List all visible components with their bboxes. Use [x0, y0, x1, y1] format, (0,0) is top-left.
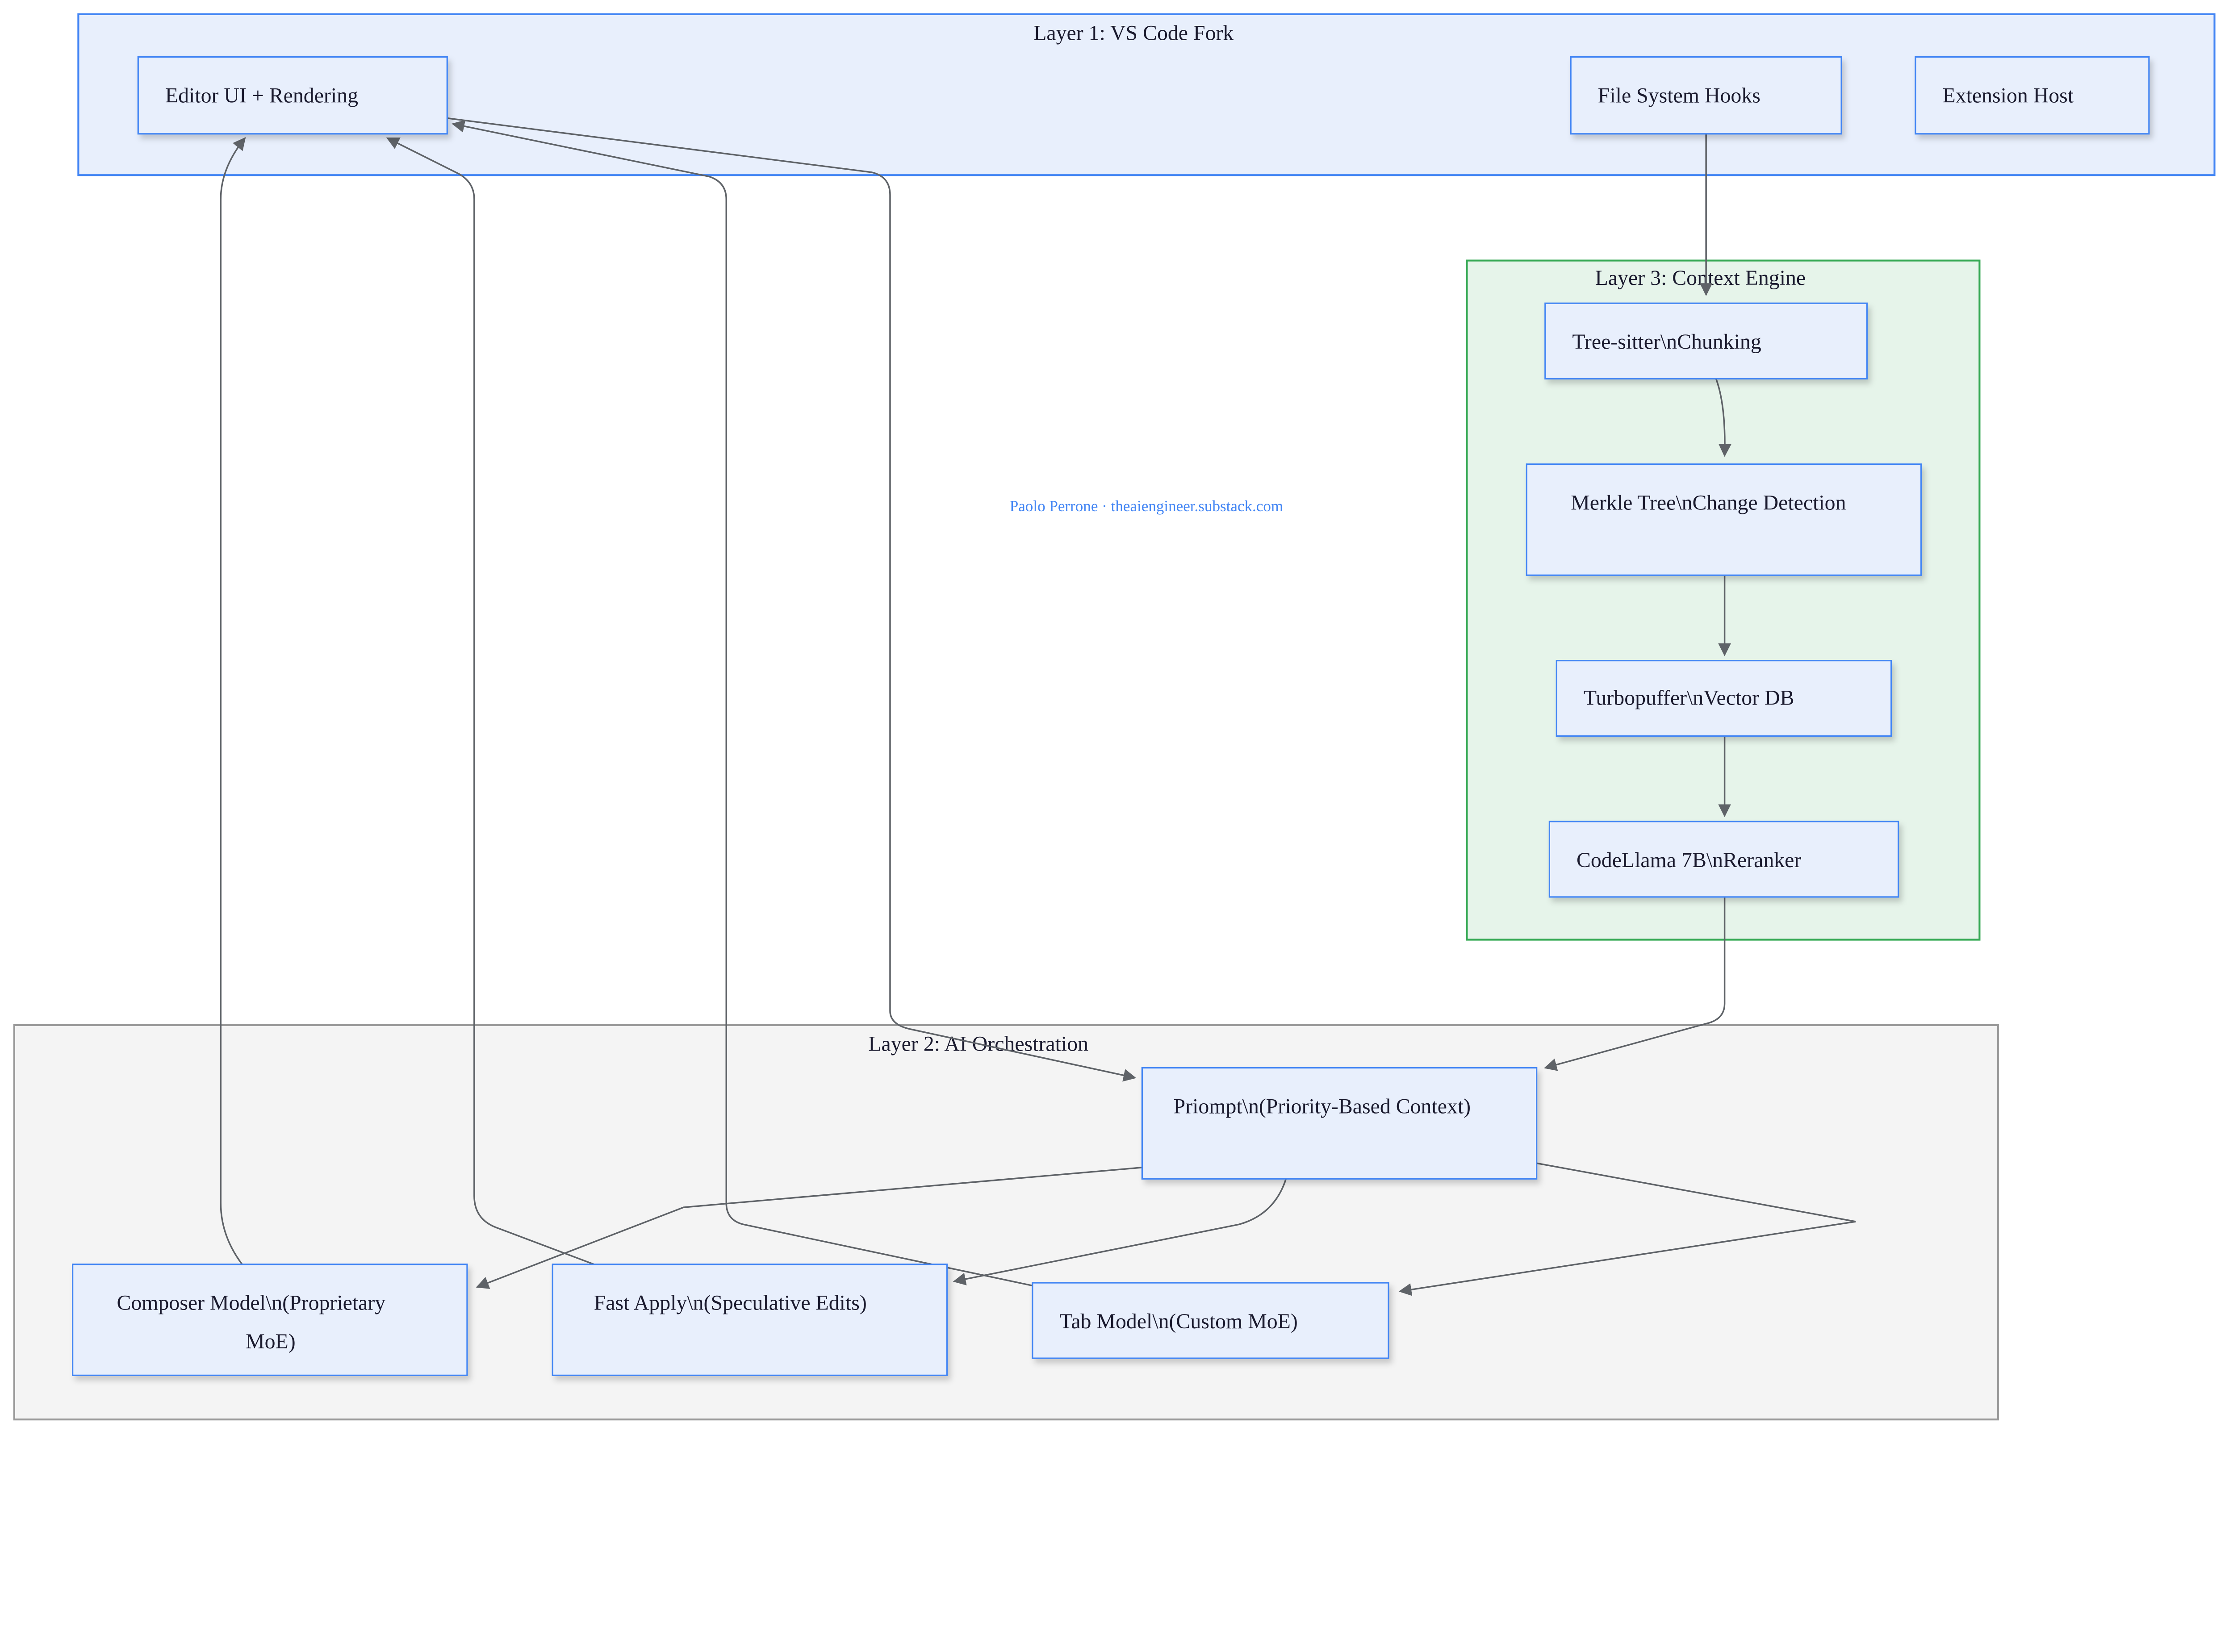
node-turbopuffer-label: Turbopuffer\nVector DB: [1584, 686, 1794, 709]
node-editor-ui-label: Editor UI + Rendering: [165, 84, 358, 108]
node-priompt-label: Priompt\n(Priority-Based Context): [1174, 1095, 1471, 1118]
node-codellama[interactable]: CodeLlama 7B\nReranker: [1548, 821, 1899, 898]
node-tab-model-label: Tab Model\n(Custom MoE): [1059, 1310, 1297, 1333]
group-layer1-title: Layer 1: VS Code Fork: [1033, 21, 1234, 45]
node-fast-apply-label: Fast Apply\n(Speculative Edits): [594, 1291, 867, 1315]
node-editor-ui[interactable]: Editor UI + Rendering: [137, 56, 448, 135]
architecture-diagram: Layer 1: VS Code Fork Layer 3: Context E…: [13, 13, 2216, 1421]
node-tab-model[interactable]: Tab Model\n(Custom MoE): [1032, 1282, 1389, 1359]
group-layer3-title: Layer 3: Context Engine: [1595, 266, 1806, 290]
edge-priompt-composer: [476, 1167, 1142, 1289]
node-treesitter-label: Tree-sitter\nChunking: [1572, 330, 1761, 354]
node-file-system-hooks[interactable]: File System Hooks: [1570, 56, 1842, 135]
node-merkle-tree[interactable]: Merkle Tree\nChange Detection: [1526, 463, 1922, 576]
node-composer-model[interactable]: Composer Model\n(Proprietary MoE): [72, 1264, 468, 1376]
node-merkle-tree-label: Merkle Tree\nChange Detection: [1571, 491, 1846, 515]
edge-treesitter-merkle: [1715, 378, 1731, 457]
edge-composer-editor: [220, 137, 246, 1265]
node-file-system-hooks-label: File System Hooks: [1598, 84, 1760, 108]
edge-priompt-tabmodel: [1398, 1162, 1856, 1296]
node-priompt[interactable]: Priompt\n(Priority-Based Context): [1141, 1067, 1538, 1180]
watermark: Paolo Perrone · theaiengineer.substack.c…: [1010, 497, 1283, 515]
node-extension-host[interactable]: Extension Host: [1915, 56, 2150, 135]
edge-editor-priompt: [447, 117, 1137, 1082]
node-turbopuffer[interactable]: Turbopuffer\nVector DB: [1556, 659, 1892, 737]
node-composer-model-label-line1: Composer Model\n(Proprietary: [117, 1291, 385, 1315]
edges: [220, 117, 1856, 1296]
edge-codellama-priompt: [1544, 897, 1726, 1071]
node-extension-host-label: Extension Host: [1942, 84, 2074, 108]
node-fast-apply[interactable]: Fast Apply\n(Speculative Edits): [552, 1264, 948, 1376]
edge-fastapply-editor: [386, 137, 594, 1265]
node-codellama-label: CodeLlama 7B\nReranker: [1576, 848, 1801, 872]
node-composer-model-label-line2: MoE): [246, 1330, 296, 1353]
node-treesitter[interactable]: Tree-sitter\nChunking: [1544, 302, 1868, 380]
edge-priompt-fastapply: [953, 1178, 1287, 1285]
edge-tabmodel-editor: [452, 120, 1033, 1287]
